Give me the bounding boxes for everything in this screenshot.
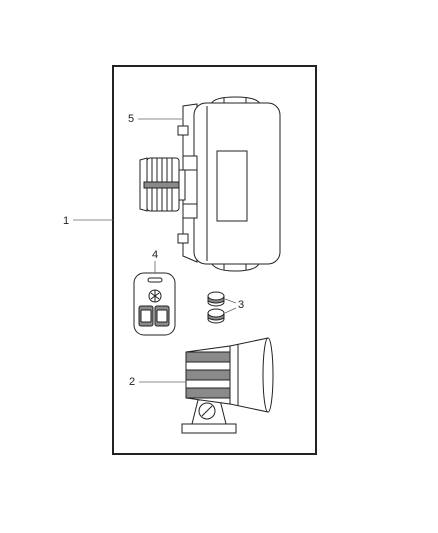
plug-lower[interactable]: [207, 308, 225, 324]
plug-upper[interactable]: [207, 291, 225, 307]
callout-3: 3: [238, 299, 244, 311]
callout-2: 2: [129, 376, 135, 388]
control-module[interactable]: [177, 96, 281, 272]
leader-3b: [224, 307, 237, 314]
leader-3a: [224, 298, 237, 304]
kit-frame: [112, 65, 317, 455]
callout-5: 5: [128, 113, 134, 125]
module-label-window: [216, 150, 248, 222]
module-connector[interactable]: [139, 157, 186, 212]
siren-horn[interactable]: [181, 337, 274, 434]
key-fob-transmitter[interactable]: [133, 272, 176, 336]
callout-4: 4: [152, 249, 158, 261]
callout-1: 1: [63, 215, 69, 227]
